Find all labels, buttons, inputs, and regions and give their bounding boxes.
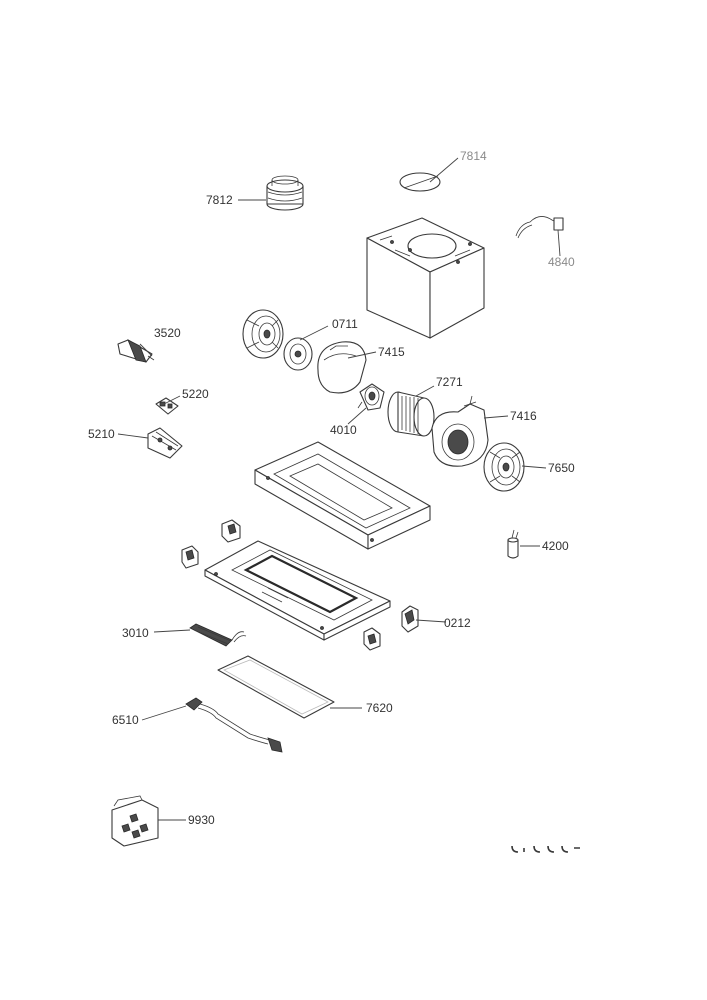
label-6510: 6510 [112,713,139,727]
part-7812-duct-collar [266,175,304,211]
part-6510-cable-harness [185,697,283,753]
part-labels: 7812 7814 4840 3520 0711 7415 7271 5220 … [88,149,575,827]
label-7271: 7271 [436,375,463,389]
label-4840: 4840 [548,255,575,269]
part-5220-board [155,397,179,415]
label-9930: 9930 [188,813,215,827]
part-4840-cable [515,216,564,239]
label-7814: 7814 [460,149,487,163]
part-4010-motor [357,383,385,411]
frame-chassis [254,441,431,550]
label-7812: 7812 [206,193,233,207]
part-0711-plate [283,337,313,371]
part-7814-cover-disc [399,172,441,192]
part-7415-scroll-housing [317,341,367,394]
label-7620: 7620 [366,701,393,715]
label-0212: 0212 [444,616,471,630]
label-3010: 3010 [122,626,149,640]
label-3520: 3520 [154,326,181,340]
part-7620-filter [217,655,335,719]
label-5210: 5210 [88,427,115,441]
part-7650-fan-cover [483,442,525,492]
label-5220: 5220 [182,387,209,401]
part-5210-circuit-board [147,427,183,459]
bracket-center [363,627,381,651]
part-4200-capacitor [507,529,519,559]
bracket-lower-left [181,545,199,569]
leader-lines [117,157,561,821]
part-7271-impeller [387,391,435,437]
bracket-upper-left [221,519,241,543]
part-3520-switch [117,339,155,363]
fan-cover-left [242,309,284,359]
label-0711: 0711 [332,317,358,331]
label-7416: 7416 [510,409,537,423]
bottom-panel [204,540,391,641]
part-3010-lamp [189,623,247,647]
label-4200: 4200 [542,539,569,553]
part-9930-hardware-bag [111,795,159,847]
part-7416-scroll-housing [431,395,489,467]
cropped-drawing-code [511,845,580,853]
label-7650: 7650 [548,461,575,475]
label-7415: 7415 [378,345,405,359]
label-4010: 4010 [330,423,357,437]
part-0212-bracket [401,605,419,633]
motor-housing-box [366,217,485,339]
